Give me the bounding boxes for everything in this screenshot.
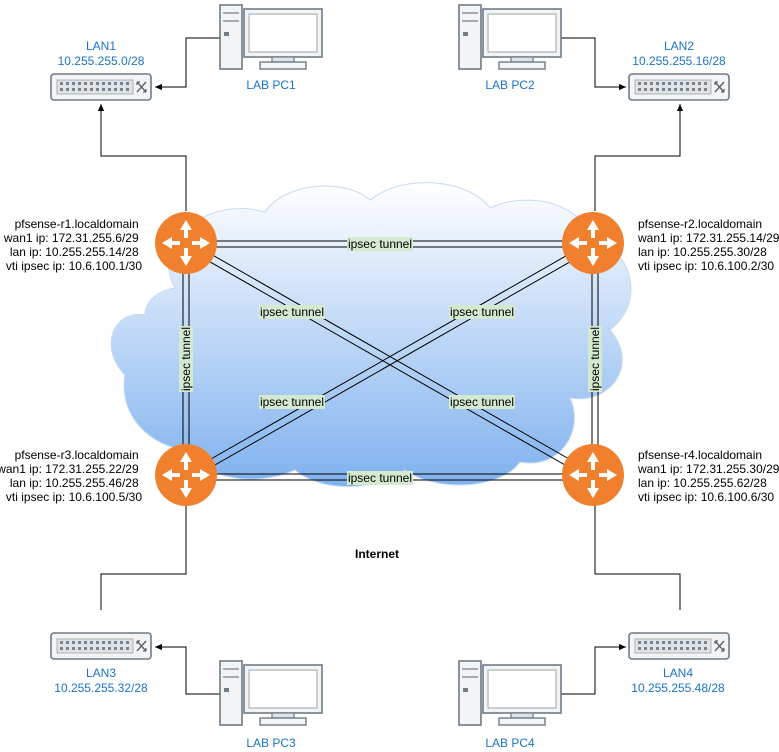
router-r1-info: pfsense-r1.localdomain wan1 ip: 172.31.2… [3,217,142,273]
lab-pc2-icon [458,4,562,70]
tunnel-label-text: ipsec tunnel [450,305,514,319]
tunnel-label-r3-r4: ipsec tunnel [347,471,413,485]
tunnel-label-text: ipsec tunnel [348,471,412,485]
router-r4-info: pfsense-r4.localdomain wan1 ip: 172.31.2… [637,448,779,504]
lab-pc4-label: LAB PC4 [485,736,535,750]
tunnel-label-r2-r3-lower: ipsec tunnel [259,395,325,409]
internet-cloud [110,182,632,487]
router-r2-wan: wan1 ip: 172.31.255.14/29 [637,231,779,245]
lan4-subnet: 10.255.255.48/28 [631,681,725,695]
tunnel-label-r1-r3: ipsec tunnel [179,326,193,392]
tunnel-label-text: ipsec tunnel [348,237,412,251]
router-r2-icon [562,212,624,274]
router-r4-icon [562,444,624,506]
lan3-switch-icon [50,632,152,660]
router-r3-hostname: pfsense-r3.localdomain [15,448,139,462]
lan4-switch-icon [628,632,730,660]
router-r2-lan: lan ip: 10.255.255.30/28 [638,245,767,259]
tunnel-label-text: ipsec tunnel [450,395,514,409]
router-r1-vti: vti ipsec ip: 10.6.100.1/30 [6,259,142,273]
lan1-name: LAN1 [86,39,116,53]
tunnel-label-r1-r4: ipsec tunnel [259,305,325,319]
internet-label: Internet [355,547,399,561]
router-r3-icon [155,444,217,506]
router-r4-wan: wan1 ip: 172.31.255.30/29 [637,462,779,476]
router-r2-info: pfsense-r2.localdomain wan1 ip: 172.31.2… [637,217,779,273]
tunnel-label-r1-r2: ipsec tunnel [347,237,413,251]
lan3-name: LAN3 [86,666,116,680]
connectors [97,37,684,695]
router-r3-vti: vti ipsec ip: 10.6.100.5/30 [6,490,142,504]
lan2-switch-icon [628,73,730,101]
lab-pc1-label: LAB PC1 [246,78,296,92]
lab-pc2-label: LAB PC2 [485,78,535,92]
lab-pc4-icon [458,660,562,726]
router-r1-hostname: pfsense-r1.localdomain [15,217,139,231]
router-r4-vti: vti ipsec ip: 10.6.100.6/30 [638,490,774,504]
lab-pc3-label: LAB PC3 [246,736,296,750]
lan3-subnet: 10.255.255.32/28 [54,681,148,695]
tunnel-label-text: ipsec tunnel [260,395,324,409]
tunnel-label-text: ipsec tunnel [588,327,602,391]
router-r3-lan: lan ip: 10.255.255.46/28 [10,476,139,490]
lab-pc3-icon [219,660,323,726]
tunnel-label-r2-r3: ipsec tunnel [449,305,515,319]
lan1-subnet: 10.255.255.0/28 [58,54,145,68]
router-r4-hostname: pfsense-r4.localdomain [638,448,762,462]
tunnel-label-text: ipsec tunnel [179,327,193,391]
router-r2-hostname: pfsense-r2.localdomain [638,217,762,231]
router-r3-info: pfsense-r3.localdomain wan1 ip: 172.31.2… [0,448,142,504]
lan1-switch-icon [50,73,152,101]
router-r3-wan: wan1 ip: 172.31.255.22/29 [0,462,139,476]
router-r1-wan: wan1 ip: 172.31.255.6/29 [3,231,139,245]
router-r1-lan: lan ip: 10.255.255.14/28 [10,245,139,259]
lan2-subnet: 10.255.255.16/28 [632,54,726,68]
tunnel-label-r2-r4: ipsec tunnel [588,326,602,392]
tunnel-label-r1-r4-lower: ipsec tunnel [449,395,515,409]
router-r2-vti: vti ipsec ip: 10.6.100.2/30 [638,259,774,273]
lan4-name: LAN4 [663,666,693,680]
router-r1-icon [155,212,217,274]
lab-pc1-icon [219,4,323,70]
tunnel-label-text: ipsec tunnel [260,305,324,319]
lan2-name: LAN2 [664,39,694,53]
router-r4-lan: lan ip: 10.255.255.62/28 [638,476,767,490]
